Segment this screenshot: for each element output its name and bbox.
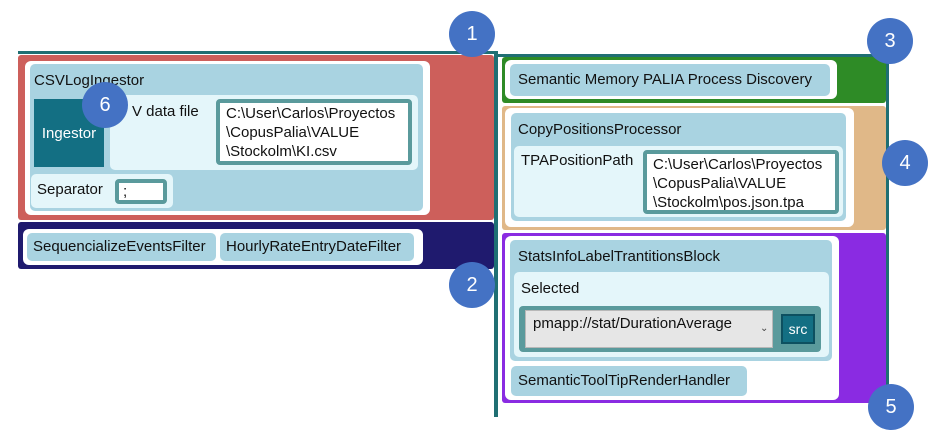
top-divider-left bbox=[18, 51, 496, 54]
vertical-divider bbox=[494, 51, 498, 417]
stats-title: StatsInfoLabelTrantitionsBlock bbox=[518, 248, 721, 265]
tpa-path-line-2: \CopusPalia\VALUE bbox=[653, 175, 787, 192]
separator-input[interactable]: ; bbox=[115, 179, 167, 204]
src-button[interactable]: src bbox=[781, 314, 815, 344]
right-border bbox=[886, 54, 889, 404]
tpa-path-line-3: \Stockolm\pos.json.tpa bbox=[653, 194, 804, 211]
marker-5: 5 bbox=[868, 384, 914, 430]
marker-2: 2 bbox=[449, 262, 495, 308]
filter-hourly-rate-label: HourlyRateEntryDateFilter bbox=[226, 238, 402, 255]
marker-2-label: 2 bbox=[466, 273, 478, 296]
filter-sequencialize-label: SequencializeEventsFilter bbox=[33, 238, 206, 255]
csv-file-label: V data file bbox=[132, 103, 199, 120]
selected-label: Selected bbox=[521, 280, 580, 297]
chevron-down-icon: ⌄ bbox=[760, 323, 769, 334]
csv-path-line-2: \CopusPalia\VALUE bbox=[226, 124, 360, 141]
separator-value: ; bbox=[123, 183, 128, 200]
marker-3: 3 bbox=[867, 18, 913, 64]
filter-hourly-rate[interactable]: HourlyRateEntryDateFilter bbox=[220, 233, 414, 261]
marker-4-label: 4 bbox=[899, 151, 911, 174]
top-divider-right bbox=[498, 54, 890, 57]
marker-1: 1 bbox=[449, 11, 495, 57]
marker-6-label: 6 bbox=[99, 93, 111, 116]
csv-file-input[interactable]: C:\User\Carlos\Proyectos \CopusPalia\VAL… bbox=[216, 99, 412, 165]
processor-title: CopyPositionsProcessor bbox=[518, 121, 682, 138]
marker-6: 6 bbox=[82, 82, 128, 128]
marker-3-label: 3 bbox=[884, 29, 896, 52]
separator-label: Separator bbox=[37, 181, 103, 198]
discovery-title: Semantic Memory PALIA Process Discovery bbox=[518, 71, 812, 88]
tpa-path-label: TPAPositionPath bbox=[521, 152, 634, 169]
selected-dropdown[interactable]: pmapp://stat/DurationAverage ⌄ bbox=[525, 310, 773, 348]
csv-path-line-1: C:\User\Carlos\Proyectos bbox=[226, 105, 396, 122]
tpa-path-input[interactable]: C:\User\Carlos\Proyectos \CopusPalia\VAL… bbox=[643, 150, 839, 214]
tooltip-render-handler-label: SemanticToolTipRenderHandler bbox=[518, 372, 731, 389]
marker-5-label: 5 bbox=[885, 395, 897, 418]
tooltip-render-handler[interactable]: SemanticToolTipRenderHandler bbox=[511, 366, 747, 396]
filter-sequencialize-events[interactable]: SequencializeEventsFilter bbox=[27, 233, 216, 261]
src-button-label: src bbox=[788, 321, 808, 337]
csv-path-line-3: \Stockolm\KI.csv bbox=[226, 143, 337, 160]
tpa-path-line-1: C:\User\Carlos\Proyectos bbox=[653, 156, 823, 173]
discovery-block[interactable]: Semantic Memory PALIA Process Discovery bbox=[510, 64, 830, 96]
marker-1-label: 1 bbox=[466, 22, 478, 45]
selected-dropdown-value: pmapp://stat/DurationAverage bbox=[533, 315, 733, 332]
ingestor-button-label: Ingestor bbox=[41, 124, 97, 142]
marker-4: 4 bbox=[882, 140, 928, 186]
